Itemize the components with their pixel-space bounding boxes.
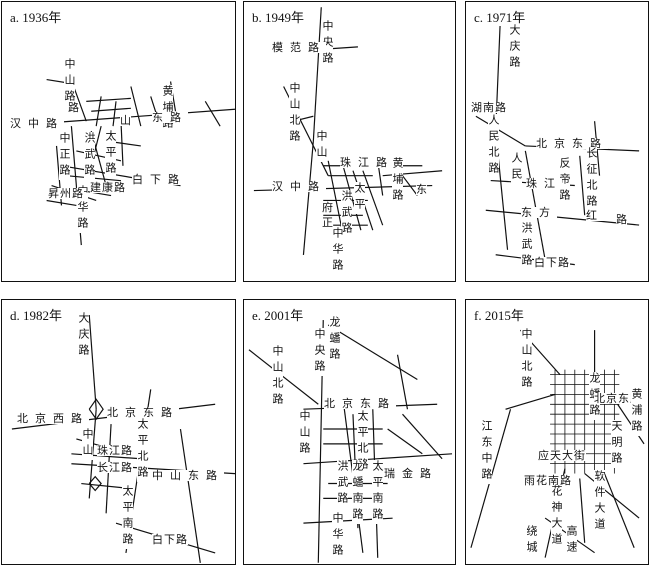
- road-label-zhujiang: 珠江路: [340, 156, 394, 169]
- road-label-shan: 山: [120, 114, 131, 127]
- road-label-zhongshan: 中山: [81, 428, 94, 460]
- road-label-taipingbei: 太平北路: [136, 418, 149, 482]
- road-label-jiankang: 建康路: [90, 181, 126, 194]
- road-label-hongwu: 洪武路: [520, 222, 533, 270]
- road-label-zhongshan: 中山路: [63, 58, 76, 106]
- road-label-yuhua: 雨花南路: [524, 474, 572, 487]
- road-label-zheng: 正: [322, 216, 333, 229]
- road-label-changzheng: 长征北路: [585, 147, 598, 211]
- road-label-daqing: 大庆路: [77, 312, 90, 360]
- map-panel-1982: d. 1982年 大庆路 北京西路 北京东路 中山 珠江路 长江路 太平北路 中…: [1, 299, 236, 565]
- road-label-hong: 红: [586, 209, 604, 222]
- road-label-hongwu: 洪武路: [336, 460, 349, 508]
- road-label-hongwu: 洪武路: [83, 132, 96, 180]
- road-label-lu: 路: [68, 101, 79, 114]
- road-label-zhujiang: 珠江: [526, 177, 562, 190]
- road-label-taiping: 太平: [353, 182, 366, 214]
- road-network-1936: [31, 66, 235, 246]
- road-network-2001: [248, 320, 453, 563]
- road-label-huangpu: 黄埔路: [161, 85, 174, 133]
- road-label-longpannan: 龙蟠南路: [351, 460, 364, 524]
- road-label-zhongshan: 中山: [315, 130, 328, 162]
- road-label-longpan: 龙蟠路: [328, 316, 341, 364]
- road-label-hunan: 湖南路: [471, 101, 507, 114]
- road-label-lu: 路: [616, 213, 627, 226]
- map-panel-1949: b. 1949年 中央路 模范路 中山北路 中山 珠江路 黄埔路 东 汉中路 洪…: [243, 1, 456, 282]
- road-label-renmin: 人民北路: [487, 114, 500, 178]
- road-label-hanzhong: 汉中路: [272, 180, 326, 193]
- road-label-huangpu: 黄埔路: [391, 157, 404, 205]
- road-label-hanzhong: 汉中路: [10, 117, 64, 130]
- road-label-baixia: 白下路: [152, 533, 188, 546]
- road-label-zhonghua: 中华路: [331, 512, 344, 560]
- road-label-ruijin: 瑞金路: [384, 467, 438, 480]
- road-label-hongwu: 洪武路: [340, 190, 353, 238]
- road-label-beijingdong: 北京东路: [594, 392, 642, 405]
- road-label-gaosu: 高速: [565, 525, 578, 557]
- road-label-tianming: 天明路: [610, 420, 623, 468]
- panel-title: d. 1982年: [10, 305, 63, 324]
- road-label-raocheng: 绕城: [525, 525, 538, 557]
- road-label-beijingdong: 北京东路: [324, 397, 396, 410]
- road-label-dong: 东: [416, 183, 427, 196]
- road-label-beijingxi: 北京西路: [17, 412, 89, 425]
- road-label-jiangdong: 江东中路: [480, 420, 493, 484]
- panel-title: c. 1971年: [474, 7, 526, 26]
- map-panel-2001: e. 2001年 龙蟠路 中山北路 中央路 北京东路 中山路 太平北路 洪武路 …: [243, 299, 456, 565]
- road-label-baixia: 白下路: [132, 173, 186, 186]
- road-label-daqing: 大庆路: [508, 24, 521, 72]
- road-label-zhongshan: 中山路: [298, 410, 311, 458]
- road-label-beijingdong: 北京东路: [107, 406, 179, 419]
- road-label-dong: 东路: [152, 111, 188, 124]
- road-label-taipingnan: 太平南路: [121, 485, 134, 549]
- road-label-yingtian: 应天大街: [538, 449, 586, 462]
- road-label-mofan: 模范路: [272, 41, 326, 54]
- road-label-zhongzheng: 中正路: [58, 132, 71, 180]
- road-network-1982: [11, 314, 235, 563]
- road-label-zhongshanbei: 中山北路: [271, 345, 284, 409]
- road-label-dongfang: 东方: [521, 206, 557, 219]
- road-label-taipingnan: 太平南路: [371, 460, 384, 524]
- road-label-huashen: 花神大道: [550, 485, 563, 549]
- road-label-fu: 府: [322, 201, 333, 214]
- road-label-huangpu: 黄浦路: [630, 388, 643, 436]
- road-label-zhongyang: 中央路: [321, 20, 334, 68]
- panel-title: f. 2015年: [474, 305, 524, 324]
- road-label-zhongshanbei: 中山北路: [288, 82, 301, 146]
- road-label-renmin2: 人民: [510, 152, 523, 184]
- road-label-baixia: 白下路: [534, 256, 570, 269]
- road-label-zhonghua: 中华路: [331, 227, 344, 275]
- road-label-zhongshandong: 中山东路: [152, 469, 224, 482]
- road-label-shengzhou: 昇州路: [48, 187, 84, 200]
- road-label-taipingbei: 太平北路: [356, 410, 369, 474]
- map-panel-1936: a. 1936年 中山路 黄埔路 东路 汉中路 中正路 洪武路 太平路 白下路 …: [1, 1, 236, 282]
- road-label-ruanjian: 软件大道: [593, 470, 606, 534]
- panel-title: a. 1936年: [10, 7, 62, 26]
- road-label-zhujiang: 珠江路: [97, 444, 133, 457]
- road-label-beijingdong: 北京东路: [536, 137, 608, 150]
- road-label-taiping: 太平路: [104, 130, 117, 178]
- road-label-zhongshanbei: 中山北路: [520, 328, 533, 392]
- road-label-zhongyang: 中央路: [313, 328, 326, 376]
- road-label-fandi: 反帝路: [558, 157, 571, 205]
- map-panel-2015: f. 2015年 中山北路 江东中路 龙蟠路 北京东路 应天大街 雨花南路 花神…: [465, 299, 649, 565]
- road-label-changjiang: 长江路: [97, 461, 133, 474]
- panel-title: e. 2001年: [252, 305, 304, 324]
- panel-title: b. 1949年: [252, 7, 305, 26]
- map-panel-1971: c. 1971年 大庆路 湖南路 人民北路 北京东路 反帝路 长征北路 人民 珠…: [465, 1, 649, 282]
